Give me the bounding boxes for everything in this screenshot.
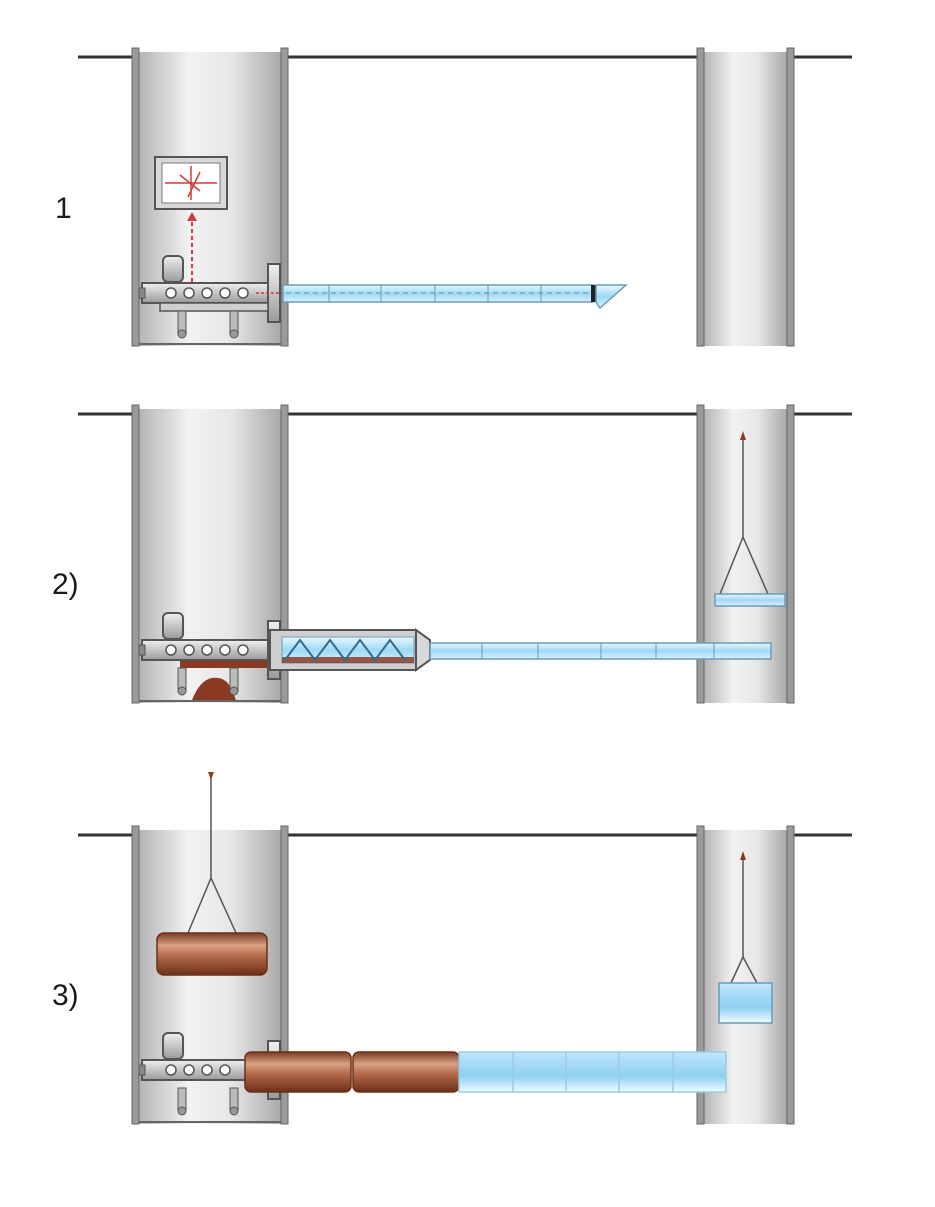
guidance-monitor [154, 156, 228, 210]
jacking-frame [138, 255, 282, 339]
arrow-up-icon [187, 212, 197, 221]
auger-casing-string [458, 1051, 727, 1093]
pilot-rod [429, 642, 772, 660]
product-pipe-string [244, 1051, 460, 1093]
step-1-panel: 1 [55, 47, 852, 347]
step-1-label: 1 [55, 192, 72, 225]
receiving-shaft [696, 47, 795, 347]
pilot-rod [282, 284, 628, 310]
step-3-panel: 3) [52, 772, 852, 1125]
soil-spoil [192, 677, 236, 700]
crane-hoist-rod-box [718, 851, 773, 1024]
soil-spoil [180, 660, 275, 668]
auger-casing [269, 628, 431, 672]
crane-hoist-product-pipe [156, 772, 268, 976]
step-2-label: 2) [52, 568, 79, 601]
crane-hoist [714, 431, 786, 607]
step-3-label: 3) [52, 979, 79, 1012]
step-2-panel: 2) [52, 404, 852, 704]
